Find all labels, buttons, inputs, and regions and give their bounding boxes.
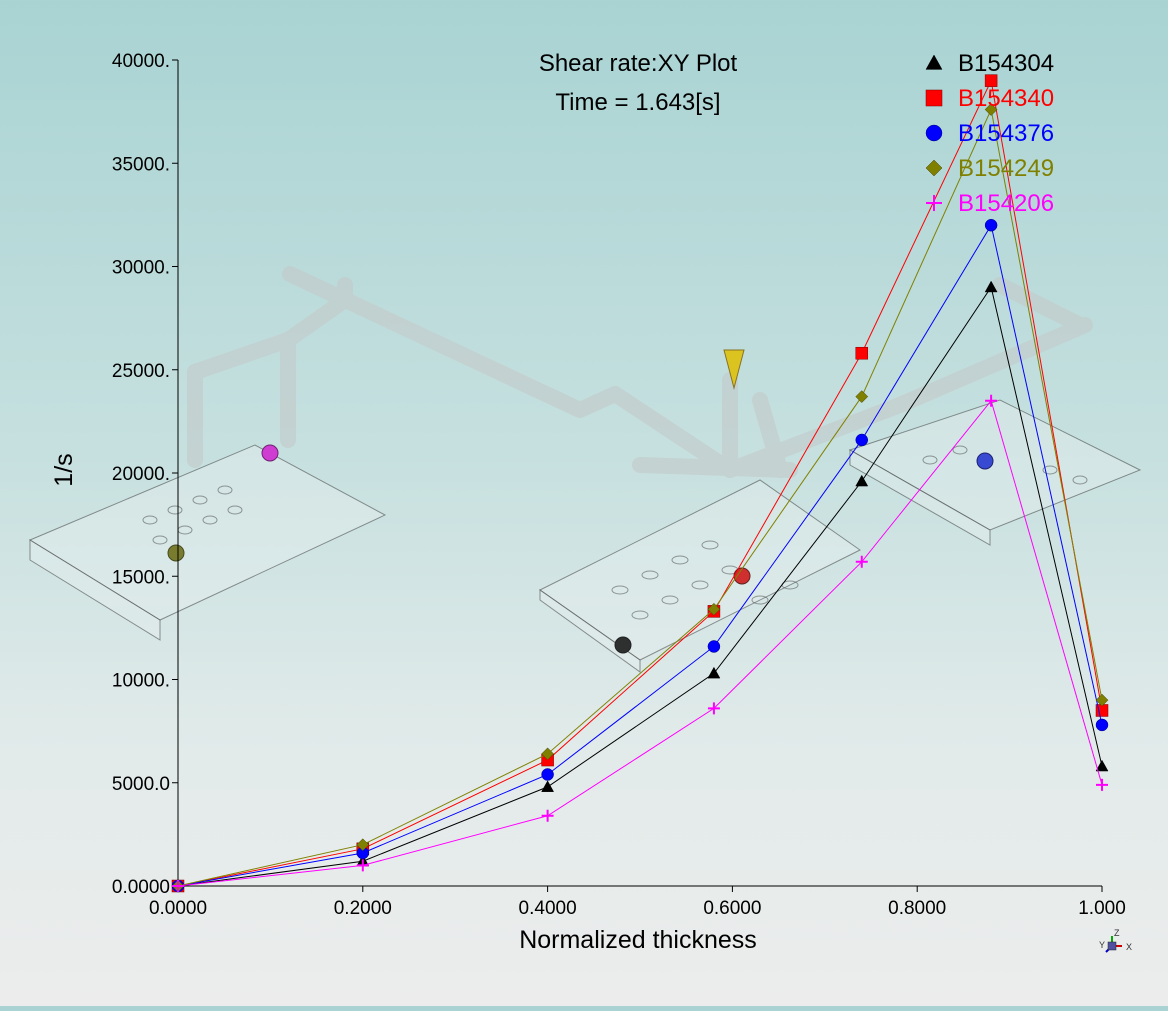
- data-point-B154249: [855, 390, 869, 403]
- model-node-magenta: [261, 444, 279, 462]
- data-point-B154304: [855, 474, 869, 487]
- legend-label: B154340: [958, 85, 1054, 112]
- legend-label: B154206: [958, 190, 1054, 217]
- x-axis-ticks: 0.0000 0.2000 0.4000 0.6000 0.8000 1.000: [149, 886, 1126, 919]
- data-point-B154249: [541, 747, 554, 761]
- background-3d-mold-model: [28, 266, 1142, 673]
- data-point-B154376: [855, 433, 869, 447]
- data-point-B154249: [984, 103, 998, 116]
- series-B154206: [172, 394, 1108, 892]
- triad-cube-icon: [1107, 941, 1117, 951]
- triad-label-z: Z: [1114, 928, 1120, 938]
- y-tick-label: 20000.: [112, 464, 170, 485]
- series-layer: [171, 74, 1109, 893]
- y-tick-label: 35000.: [112, 154, 170, 175]
- x-tick-label: 0.4000: [519, 898, 577, 919]
- model-gate-cone: [723, 349, 745, 390]
- data-point-B154206: [1096, 778, 1108, 791]
- plate-holes: [142, 445, 1088, 620]
- model-node-blue: [976, 452, 994, 470]
- legend-label: B154376: [958, 120, 1054, 147]
- data-point-B154340: [855, 346, 869, 360]
- model-node-black: [614, 636, 632, 654]
- x-tick-label: 1.000: [1078, 898, 1126, 919]
- data-point-B154206: [356, 859, 369, 872]
- data-point-B154249: [356, 838, 370, 852]
- data-point-B154376: [707, 640, 721, 653]
- axis-triad-icon: Y Z X: [1099, 928, 1132, 953]
- data-point-B154376: [1095, 718, 1109, 732]
- data-point-B154206: [855, 555, 868, 568]
- y-tick-label: 10000.: [112, 671, 170, 692]
- legend-marker-B154340: [925, 89, 943, 107]
- x-tick-label: 0.8000: [888, 898, 946, 919]
- x-tick-label: 0.2000: [334, 898, 392, 919]
- data-point-B154249: [1095, 693, 1109, 707]
- data-point-B154340: [984, 74, 998, 87]
- y-tick-label: 5000.0: [112, 774, 170, 795]
- data-point-B154206: [172, 880, 184, 892]
- legend-label: B154304: [958, 50, 1054, 77]
- data-point-B154304: [541, 780, 555, 792]
- triad-label-y: Y: [1099, 940, 1105, 950]
- data-point-B154376: [541, 768, 554, 781]
- y-axis-label: 1/s: [50, 453, 78, 486]
- legend-marker-B154376: [925, 124, 943, 142]
- model-node-red: [733, 567, 751, 585]
- data-point-B154206: [541, 809, 554, 822]
- y-tick-label: 15000.: [112, 567, 170, 588]
- data-point-B154249: [707, 602, 721, 616]
- data-point-B154376: [984, 218, 998, 232]
- y-tick-label: 0.0000: [112, 877, 170, 898]
- data-point-B154304: [707, 666, 721, 679]
- data-point-B154206: [707, 702, 720, 715]
- y-tick-label: 25000.: [112, 361, 170, 382]
- chart-title: Shear rate:XY Plot: [539, 50, 738, 77]
- legend-marker-B154304: [925, 54, 943, 70]
- model-node-olive: [167, 544, 185, 562]
- data-point-B154206: [985, 394, 998, 407]
- runner-pipes: [187, 266, 1093, 478]
- legend-marker-B154249: [925, 159, 943, 177]
- series-B154249: [171, 103, 1109, 893]
- x-tick-label: 0.0000: [149, 898, 207, 919]
- data-point-B154304: [1095, 759, 1109, 772]
- chart-subtitle: Time = 1.643[s]: [555, 89, 720, 116]
- x-tick-label: 0.6000: [703, 898, 761, 919]
- y-tick-label: 30000.: [112, 258, 170, 279]
- y-tick-label: 40000.: [112, 51, 170, 72]
- triad-label-x: X: [1126, 942, 1132, 952]
- y-axis-ticks: 0.0000 5000.0 10000. 15000. 20000. 25000. 3000…: [112, 51, 178, 898]
- legend-label: B154249: [958, 155, 1054, 182]
- data-point-B154304: [984, 280, 998, 293]
- x-axis-label: Normalized thickness: [519, 926, 757, 954]
- legend-marker-B154206: [926, 195, 942, 211]
- axes: 0.0000 5000.0 10000. 15000. 20000. 25000. 3000…: [112, 51, 1126, 919]
- mold-plates: [28, 399, 1142, 673]
